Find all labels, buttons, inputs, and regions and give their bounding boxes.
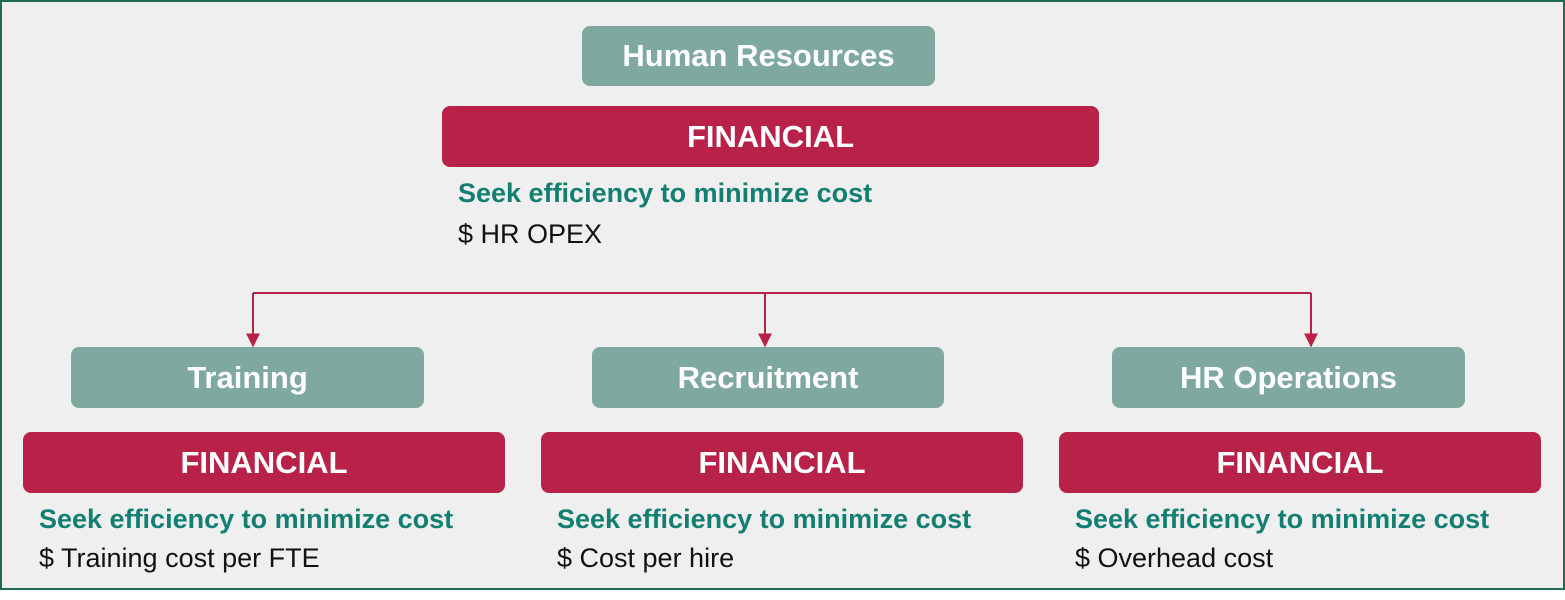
financial-box-training-label: FINANCIAL — [180, 444, 348, 480]
node-training-label: Training — [187, 359, 308, 395]
financial-box-recruitment: FINANCIAL — [541, 432, 1023, 493]
measure-training: $ Training cost per FTE — [39, 543, 320, 573]
node-human-resources: Human Resources — [582, 26, 935, 86]
financial-box-hr-operations-label: FINANCIAL — [1216, 444, 1384, 480]
financial-box-training: FINANCIAL — [23, 432, 505, 493]
measure-hr-operations: $ Overhead cost — [1075, 543, 1274, 573]
financial-box-recruitment-label: FINANCIAL — [698, 444, 866, 480]
node-hr-operations: HR Operations — [1112, 347, 1465, 408]
measure-recruitment: $ Cost per hire — [557, 543, 735, 573]
goal-training: Seek efficiency to minimize cost — [39, 504, 454, 534]
goal-recruitment: Seek efficiency to minimize cost — [557, 504, 972, 534]
financial-box-hr-operations: FINANCIAL — [1059, 432, 1541, 493]
goal-hr-operations: Seek efficiency to minimize cost — [1075, 504, 1490, 534]
financial-box-top-label: FINANCIAL — [686, 118, 855, 154]
node-human-resources-label: Human Resources — [622, 38, 895, 73]
financial-box-top: FINANCIAL — [442, 106, 1099, 167]
node-hr-operations-label: HR Operations — [1179, 359, 1398, 395]
node-recruitment-label: Recruitment — [677, 359, 859, 395]
node-recruitment: Recruitment — [592, 347, 944, 408]
goal-top: Seek efficiency to minimize cost — [458, 178, 873, 208]
measure-top: $ HR OPEX — [458, 219, 603, 249]
node-training: Training — [71, 347, 424, 408]
